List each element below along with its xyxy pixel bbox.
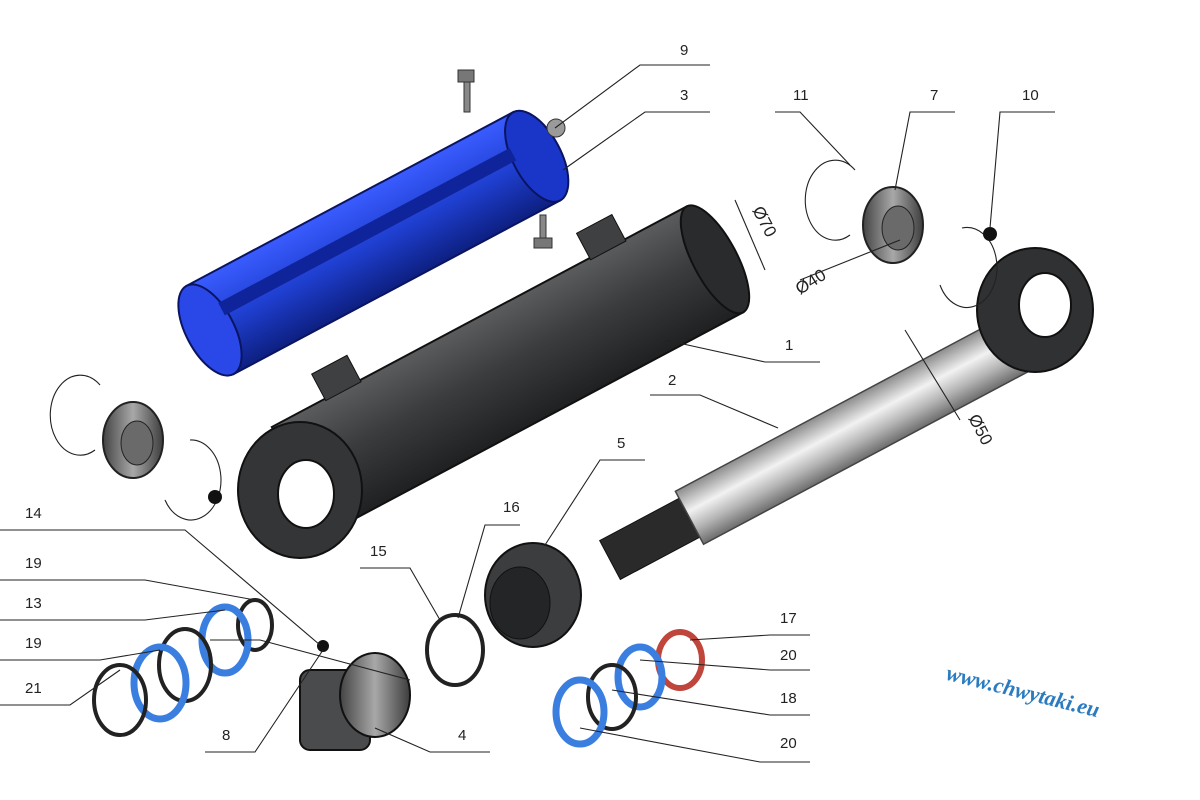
piston-rod-part bbox=[598, 247, 1094, 581]
callout-5: 5 bbox=[617, 435, 625, 452]
callout-13: 13 bbox=[25, 595, 42, 612]
dimension-bore: Ø70 bbox=[748, 203, 780, 240]
callout-labels: 9 3 11 7 10 1 2 5 16 15 14 19 13 19 21 8… bbox=[25, 42, 1039, 752]
dimension-rod: Ø50 bbox=[964, 411, 996, 448]
cylinder-head-part bbox=[299, 640, 411, 751]
callout-21: 21 bbox=[25, 680, 42, 697]
piston-part bbox=[484, 542, 582, 648]
callout-19-lower: 19 bbox=[25, 635, 42, 652]
callout-16: 16 bbox=[503, 499, 520, 516]
dimension-labels: Ø70 Ø40 Ø50 bbox=[748, 203, 996, 448]
tube-cover-part bbox=[177, 69, 570, 377]
callout-11: 11 bbox=[793, 87, 809, 104]
leader-lines bbox=[0, 64, 1055, 763]
callout-17: 17 bbox=[780, 610, 797, 627]
left-bushing-set-part bbox=[49, 374, 222, 521]
callout-19-upper: 19 bbox=[25, 555, 42, 572]
callout-14: 14 bbox=[25, 505, 42, 522]
callout-18: 18 bbox=[780, 690, 797, 707]
callout-20-lower: 20 bbox=[780, 735, 797, 752]
callout-15: 15 bbox=[370, 543, 387, 560]
callout-2: 2 bbox=[668, 372, 676, 389]
callout-3: 3 bbox=[680, 87, 688, 104]
callout-20-upper: 20 bbox=[780, 647, 797, 664]
seals-and-rings bbox=[92, 598, 705, 748]
callout-9: 9 bbox=[680, 42, 688, 59]
callout-10: 10 bbox=[1022, 87, 1039, 104]
callout-7: 7 bbox=[930, 87, 938, 104]
rod-guide-bushing-part bbox=[804, 159, 998, 308]
callout-1: 1 bbox=[785, 337, 793, 354]
cylinder-body-part bbox=[237, 204, 751, 559]
callout-4: 4 bbox=[458, 727, 466, 744]
callout-8: 8 bbox=[222, 727, 230, 744]
